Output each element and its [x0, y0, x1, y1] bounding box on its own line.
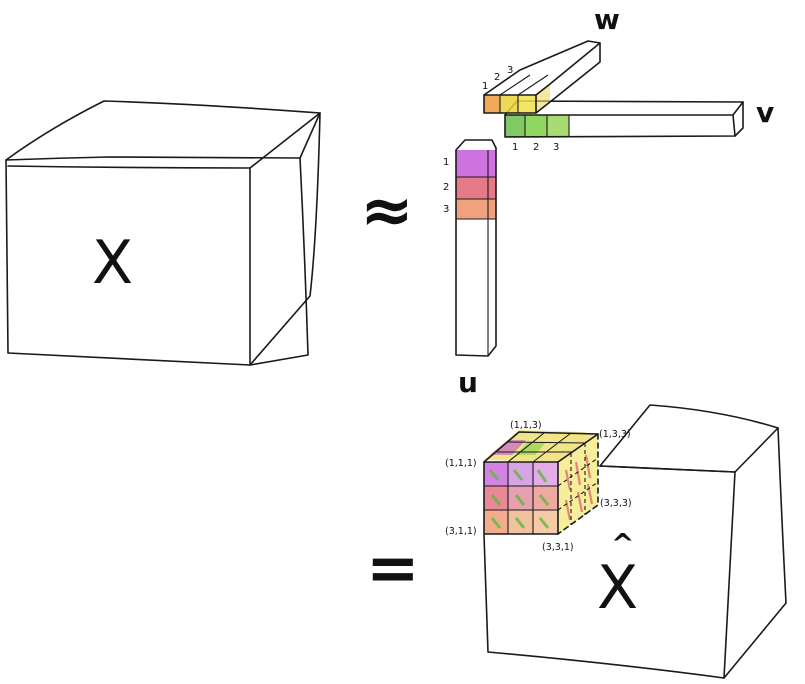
w-index-3: 3 — [507, 65, 513, 76]
u-index-2: 2 — [443, 182, 449, 193]
v-index-1: 1 — [512, 142, 518, 153]
corner-label-331: (3,3,1) — [542, 542, 574, 553]
equals-symbol: = — [366, 532, 420, 606]
u-cell-3 — [456, 199, 496, 219]
u-cell-1 — [456, 150, 496, 177]
approx-symbol: ≈ — [360, 174, 414, 248]
u-cell-2 — [456, 177, 496, 199]
corner-label-333: (3,3,3) — [600, 498, 632, 509]
u-index-3: 3 — [443, 204, 449, 215]
corner-label-111: (1,1,1) — [445, 458, 477, 469]
corner-label-133: (1,3,3) — [599, 429, 631, 440]
vector-u — [455, 139, 497, 357]
reconstructed-cube — [483, 404, 787, 679]
w-index-2: 2 — [494, 72, 500, 83]
u-index-1: 1 — [443, 157, 449, 168]
w-label: w — [594, 3, 620, 36]
vector-w — [483, 40, 601, 114]
corner-label-311: (3,1,1) — [445, 526, 477, 537]
v-cell-1 — [505, 115, 525, 137]
tensor-x-cube — [5, 100, 321, 366]
v-cell-2 — [525, 115, 547, 137]
u-label: u — [458, 366, 478, 399]
v-index-2: 2 — [533, 142, 539, 153]
x-hat-label: X — [597, 553, 638, 623]
w-cell-2 — [500, 95, 518, 113]
v-index-3: 3 — [553, 142, 559, 153]
corner-label-113: (1,1,3) — [510, 420, 542, 431]
w-cell-1 — [484, 95, 500, 113]
w-cell-3 — [518, 95, 536, 113]
v-cell-3 — [547, 115, 569, 137]
w-index-1: 1 — [482, 81, 488, 92]
tensor-x-label: X — [92, 228, 133, 298]
v-label: v — [756, 96, 774, 129]
hat-symbol: ^ — [611, 527, 634, 560]
sub-block-3x3x3 — [483, 430, 599, 535]
